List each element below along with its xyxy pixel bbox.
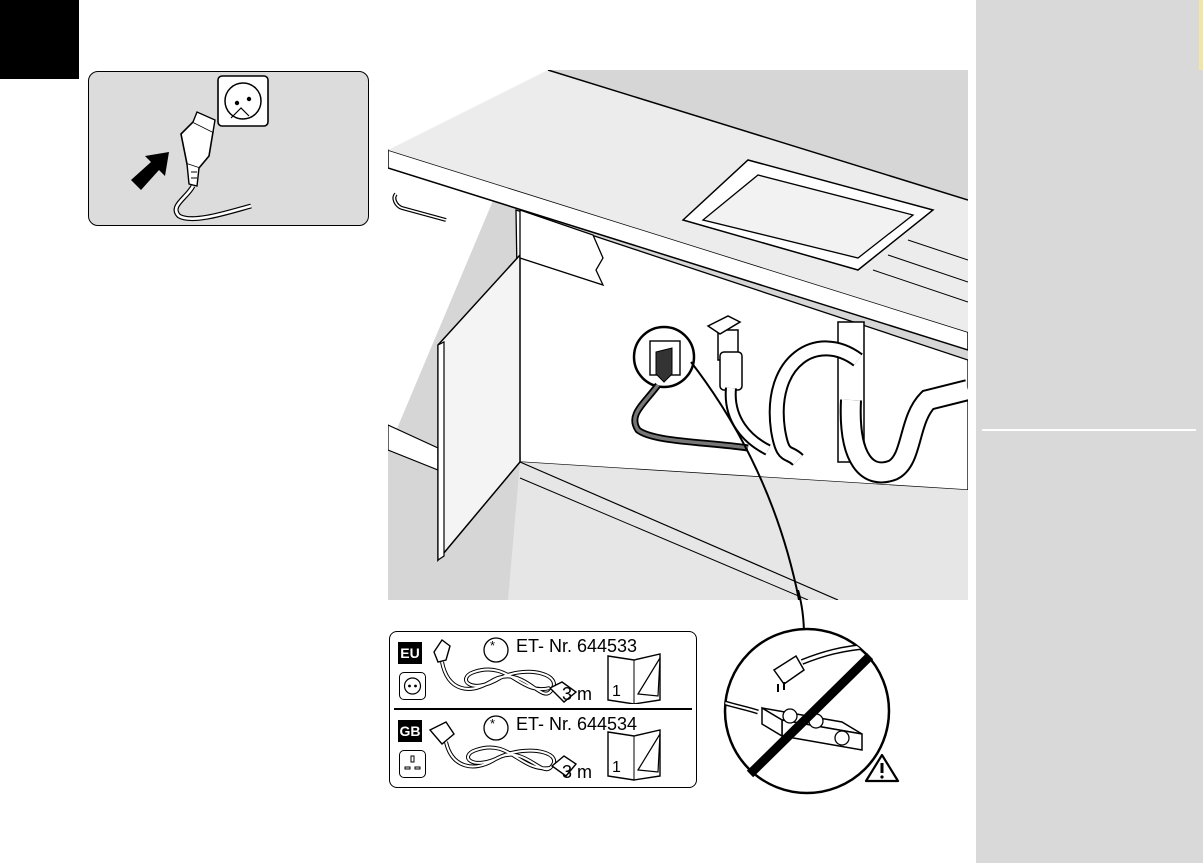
cable-option-eu: EU * ET- Nr. 644533 3 m 1 (390, 632, 696, 708)
cable-option-gb: GB * ET- Nr. 644534 3 m 1 (390, 710, 696, 786)
margin-divider (982, 429, 1196, 431)
manual-page-number: 1 (612, 683, 621, 700)
arrow-icon (131, 152, 169, 190)
plug-icon (176, 112, 251, 219)
cable-length: 3 m (562, 762, 592, 782)
under-sink-installation-illustration (388, 70, 968, 600)
manual-book-icon: 1 (604, 650, 664, 704)
note-marker: * (490, 638, 495, 653)
wall-socket-icon (218, 76, 268, 126)
page-edge-mark (1199, 0, 1203, 70)
manual-book-icon: 1 (604, 726, 664, 782)
warning-triangle-icon (864, 753, 900, 783)
margin-panel (976, 0, 1203, 863)
note-marker: * (490, 716, 495, 731)
manual-page-number: 1 (612, 759, 621, 776)
chapter-tab (0, 0, 79, 79)
socket-highlight (634, 327, 694, 387)
replacement-cable-info: EU * ET- Nr. 644533 3 m 1 GB (389, 631, 697, 788)
plug-into-socket-illustration (89, 72, 369, 226)
plug-in-inset (88, 71, 369, 226)
cable-length: 3 m (562, 684, 592, 704)
